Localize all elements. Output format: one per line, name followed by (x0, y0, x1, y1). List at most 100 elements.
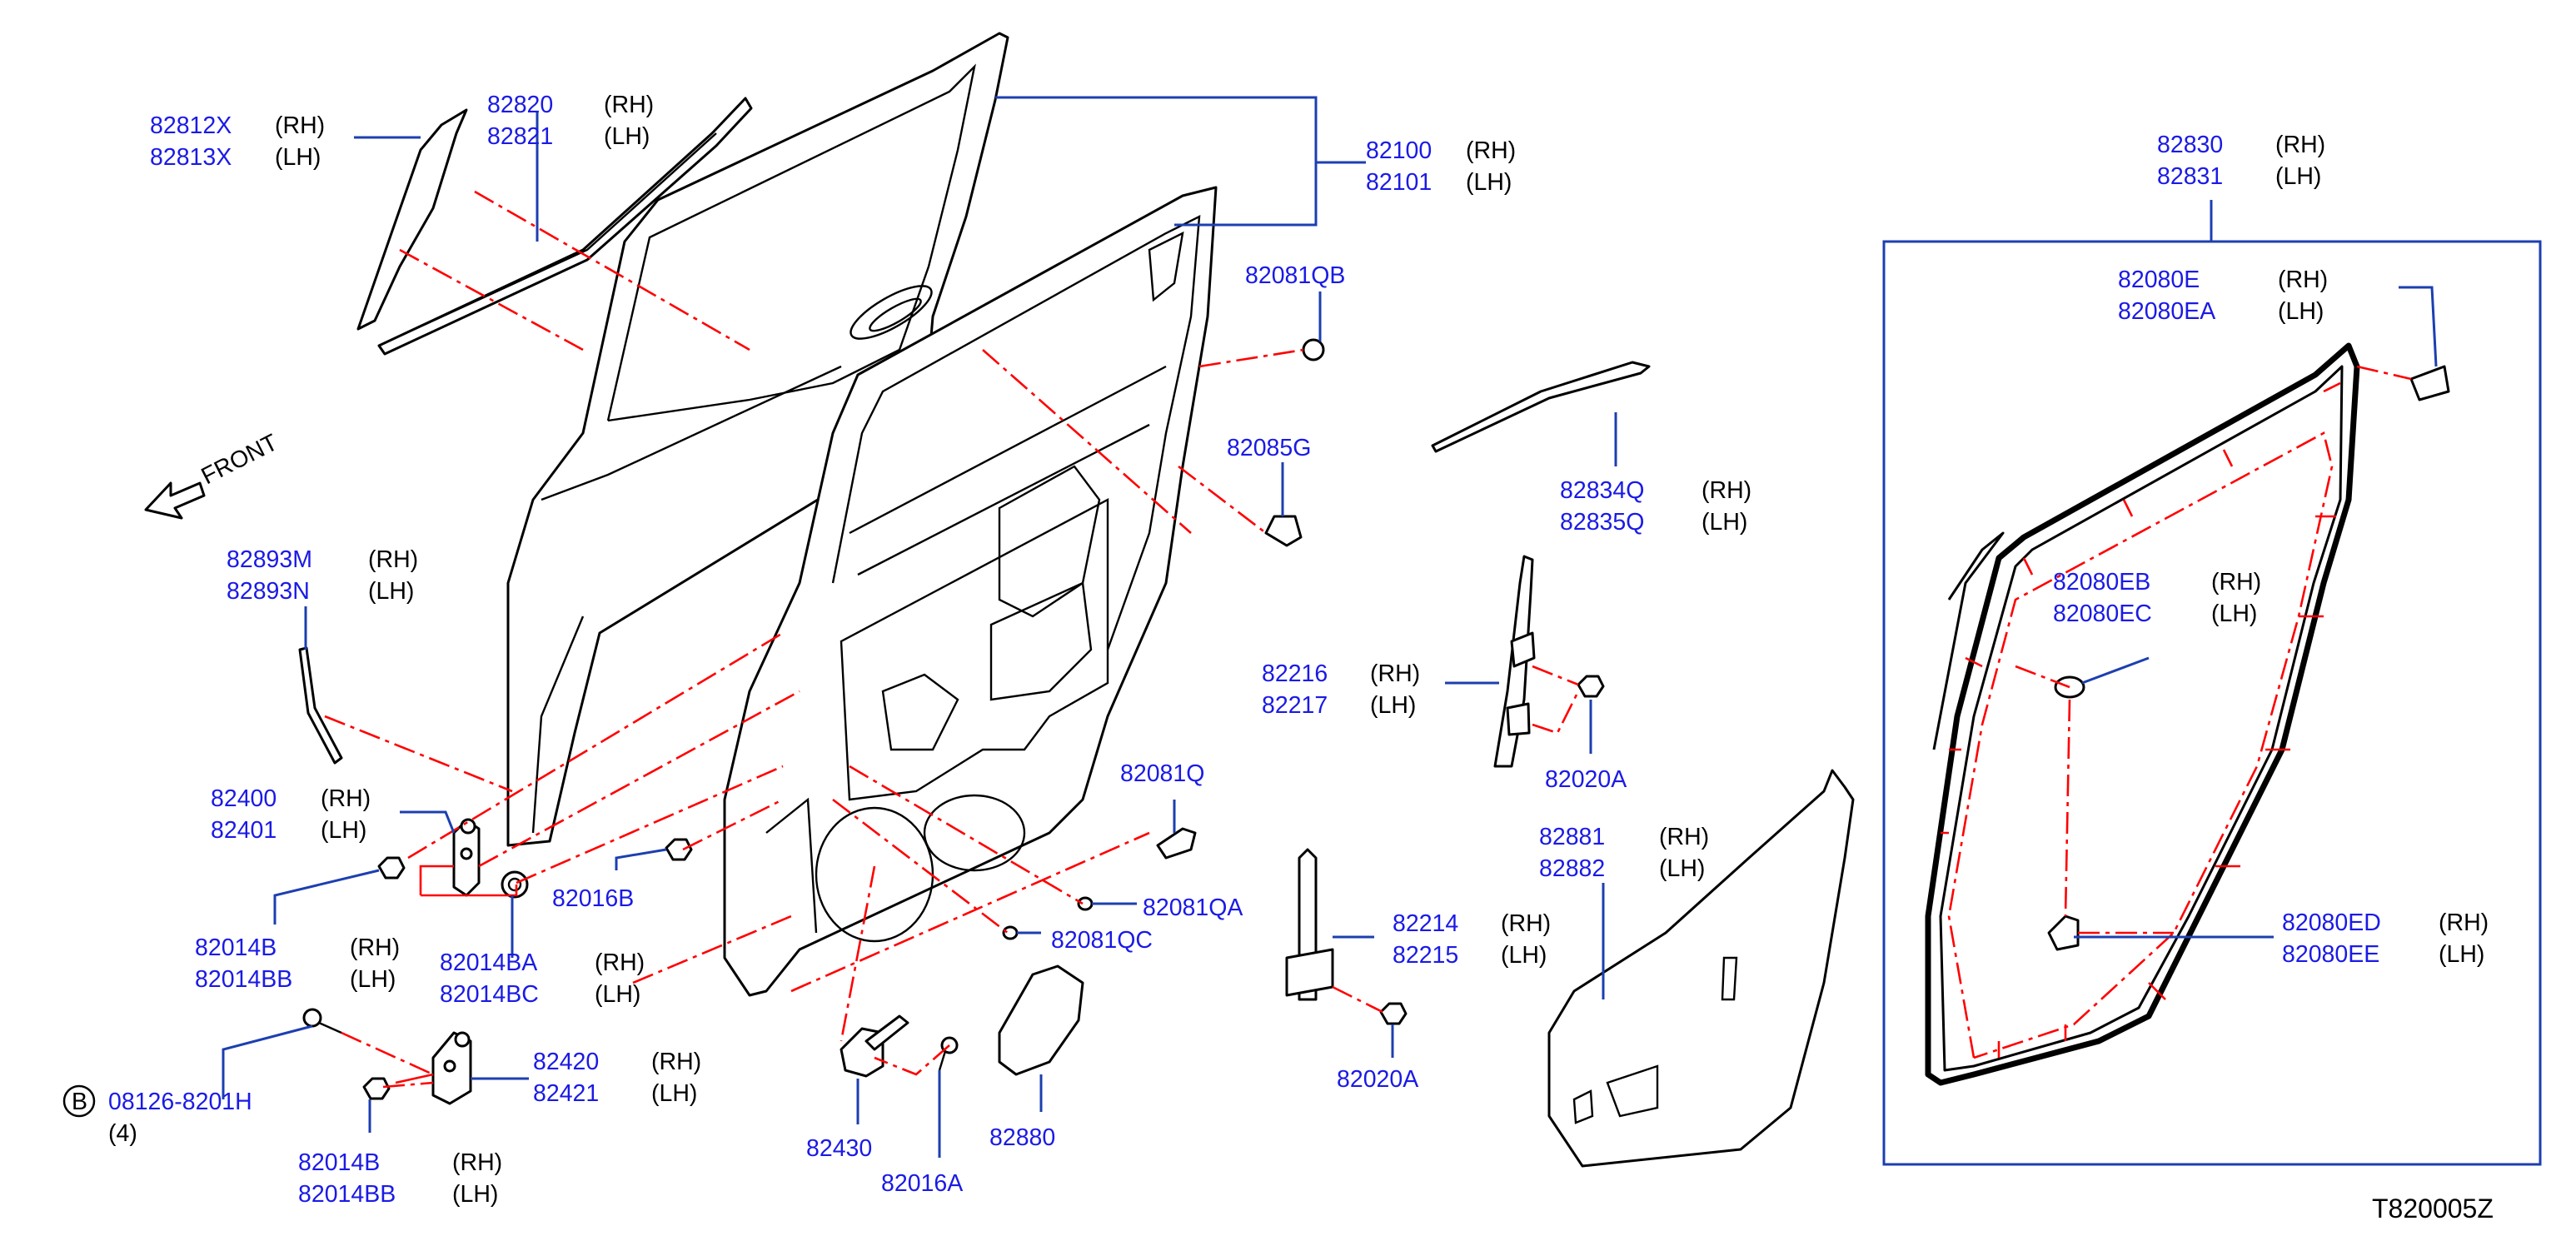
label-82100: 82100 (1366, 137, 1432, 164)
label-82081QA: 82081QA (1143, 895, 1243, 921)
grommet-82085G-part (1264, 515, 1303, 547)
label-82014B-lower: 82014B (298, 1149, 380, 1176)
label-82834Q: 82834Q (1560, 477, 1644, 504)
nut-82014B-lower (362, 1077, 391, 1100)
side-rh: (RH) (595, 949, 645, 976)
label-82214: 82214 (1393, 910, 1458, 937)
label-82835Q: 82835Q (1560, 509, 1644, 536)
label-82101: 82101 (1366, 169, 1432, 196)
clip-positions (1941, 365, 2412, 1059)
label-82893M: 82893M (227, 546, 312, 573)
label-82080EC: 82080EC (2053, 601, 2152, 627)
side-rh: (RH) (350, 934, 400, 961)
weatherstrip-82834Q (1431, 361, 1651, 453)
sash-82214-part (1285, 848, 1334, 1001)
clip-82080E (2409, 365, 2450, 401)
side-lh: (LH) (2439, 941, 2484, 968)
label-82020A-upper: 82020A (1545, 766, 1627, 793)
label-82880: 82880 (989, 1124, 1055, 1151)
washer-82014BA (501, 870, 529, 899)
bolt-marker-circle (62, 1084, 96, 1118)
label-82080ED: 82080ED (2282, 910, 2381, 936)
side-lh: (LH) (452, 1181, 498, 1208)
side-lh: (LH) (1501, 942, 1547, 969)
label-82081QC: 82081QC (1051, 927, 1153, 954)
side-lh: (LH) (1466, 169, 1512, 196)
label-82216: 82216 (1262, 660, 1328, 687)
sash-molding-part (356, 108, 468, 331)
side-lh: (LH) (2278, 298, 2324, 325)
label-82080EB: 82080EB (2053, 569, 2150, 596)
label-82813X: 82813X (150, 144, 232, 171)
side-lh: (LH) (368, 578, 414, 605)
label-82080EA: 82080EA (2118, 298, 2215, 325)
side-rh: (RH) (2211, 569, 2261, 596)
label-82081QB: 82081QB (1245, 262, 1345, 289)
label-82831: 82831 (2157, 163, 2223, 190)
label-82215: 82215 (1393, 942, 1458, 969)
side-lh: (LH) (651, 1080, 697, 1107)
clip-82080ED (2047, 915, 2080, 951)
door-check-part (840, 1014, 909, 1078)
clip-82081QC (1002, 925, 1019, 940)
side-lh: (LH) (595, 981, 640, 1008)
label-82020A-lower: 82020A (1337, 1066, 1418, 1093)
side-rh: (RH) (321, 785, 371, 812)
label-82882: 82882 (1539, 855, 1605, 882)
label-82812X: 82812X (150, 112, 232, 139)
side-rh: (RH) (452, 1149, 502, 1176)
nut-82016B (665, 838, 693, 861)
label-82080E: 82080E (2118, 267, 2200, 293)
nut-82014B-upper (377, 856, 406, 880)
lower-hinge-part (431, 1031, 472, 1105)
side-rh: (RH) (2275, 132, 2325, 158)
clip-82081QB-part (1302, 338, 1325, 361)
label-08126-8201H: 08126-8201H (108, 1089, 252, 1115)
side-rh: (RH) (1702, 477, 1751, 504)
label-82420: 82420 (533, 1049, 599, 1075)
clip-82081QA (1077, 896, 1094, 911)
bolt-82020A-upper (1577, 675, 1605, 698)
side-lh: (LH) (350, 966, 396, 993)
side-rh: (RH) (275, 112, 325, 139)
diagram-id: T820005Z (2372, 1194, 2494, 1224)
front-arrow-icon (144, 481, 206, 520)
label-82217: 82217 (1262, 692, 1328, 719)
door-trim-82881 (1547, 769, 1855, 1168)
label-82881: 82881 (1539, 824, 1605, 850)
side-rh: (RH) (368, 546, 418, 573)
weatherstrip-box (1882, 240, 2542, 1166)
side-lh: (LH) (2211, 601, 2257, 627)
side-rh: (RH) (1659, 824, 1709, 850)
strip-82893M-part (298, 646, 343, 765)
side-lh: (LH) (1702, 509, 1747, 536)
label-82014BC: 82014BC (440, 981, 539, 1008)
door-weatherstrip-82830 (1925, 342, 2360, 1086)
bolt-82016A-part (938, 1036, 959, 1071)
side-rh: (RH) (1501, 910, 1551, 937)
bolt-qty: (4) (108, 1120, 137, 1147)
label-82430: 82430 (806, 1135, 872, 1162)
side-lh: (LH) (275, 144, 321, 171)
bolt-marker-letter: B (72, 1089, 87, 1115)
label-82401: 82401 (211, 817, 277, 844)
label-82421: 82421 (533, 1080, 599, 1107)
side-rh: (RH) (1466, 137, 1516, 164)
label-82014BA: 82014BA (440, 949, 537, 976)
label-82085G: 82085G (1227, 435, 1311, 461)
side-lh: (LH) (604, 123, 650, 150)
label-82081Q: 82081Q (1120, 760, 1204, 787)
side-rh: (RH) (651, 1049, 701, 1075)
side-rh: (RH) (604, 92, 654, 118)
label-82016B: 82016B (552, 885, 634, 912)
clip-82081Q (1156, 827, 1197, 860)
side-rh: (RH) (1370, 660, 1420, 687)
door-inner-frame-part (723, 186, 1218, 997)
side-rh: (RH) (2439, 910, 2489, 936)
label-82830: 82830 (2157, 132, 2223, 158)
bolt-08126-part (302, 1008, 342, 1034)
label-82014BB-upper: 82014BB (195, 966, 292, 993)
side-lh: (LH) (1659, 855, 1705, 882)
label-82893N: 82893N (227, 578, 310, 605)
